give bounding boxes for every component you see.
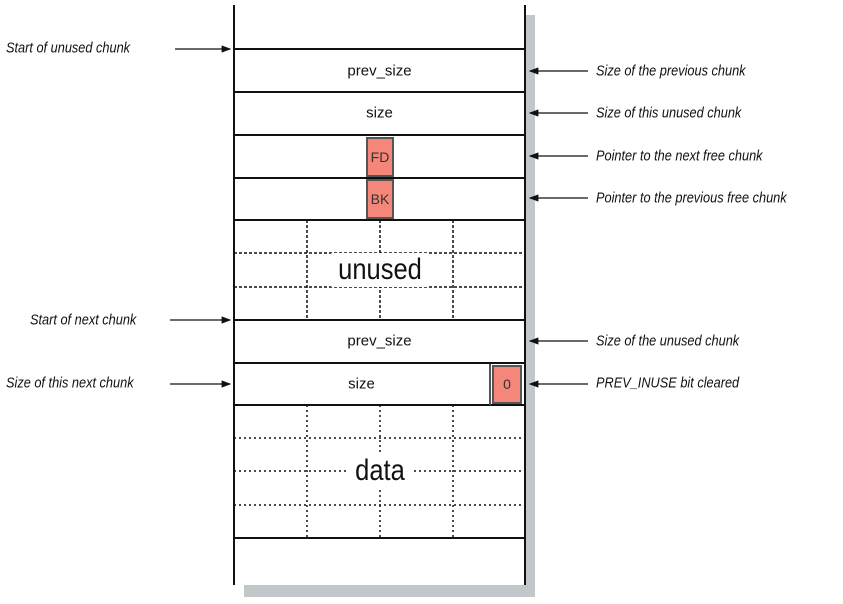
field-next-size: size: [348, 375, 375, 393]
field-bk: BK: [366, 179, 394, 219]
bit-divider: [489, 364, 491, 405]
label-bk: Pointer to the previous free chunk: [596, 189, 787, 207]
arrows: [170, 45, 588, 388]
field-next-prev-size: prev_size: [347, 332, 412, 350]
unused-region-label: unused: [331, 253, 429, 287]
label-size-unused: Size of this unused chunk: [596, 104, 742, 122]
label-fd: Pointer to the next free chunk: [596, 147, 763, 165]
label-start-unused: Start of unused chunk: [6, 39, 131, 57]
label-prev-size: Size of the previous chunk: [596, 62, 746, 80]
label-prev-inuse: PREV_INUSE bit cleared: [596, 374, 740, 392]
field-prev-inuse-bit: 0: [492, 365, 522, 404]
label-start-next: Start of next chunk: [30, 311, 137, 329]
label-size-next: Size of this next chunk: [6, 374, 134, 392]
field-prev-size: prev_size: [347, 62, 412, 80]
label-prev-size-next: Size of the unused chunk: [596, 332, 740, 350]
field-fd: FD: [366, 137, 394, 177]
field-size: size: [366, 104, 393, 122]
data-region-label: data: [348, 454, 412, 488]
